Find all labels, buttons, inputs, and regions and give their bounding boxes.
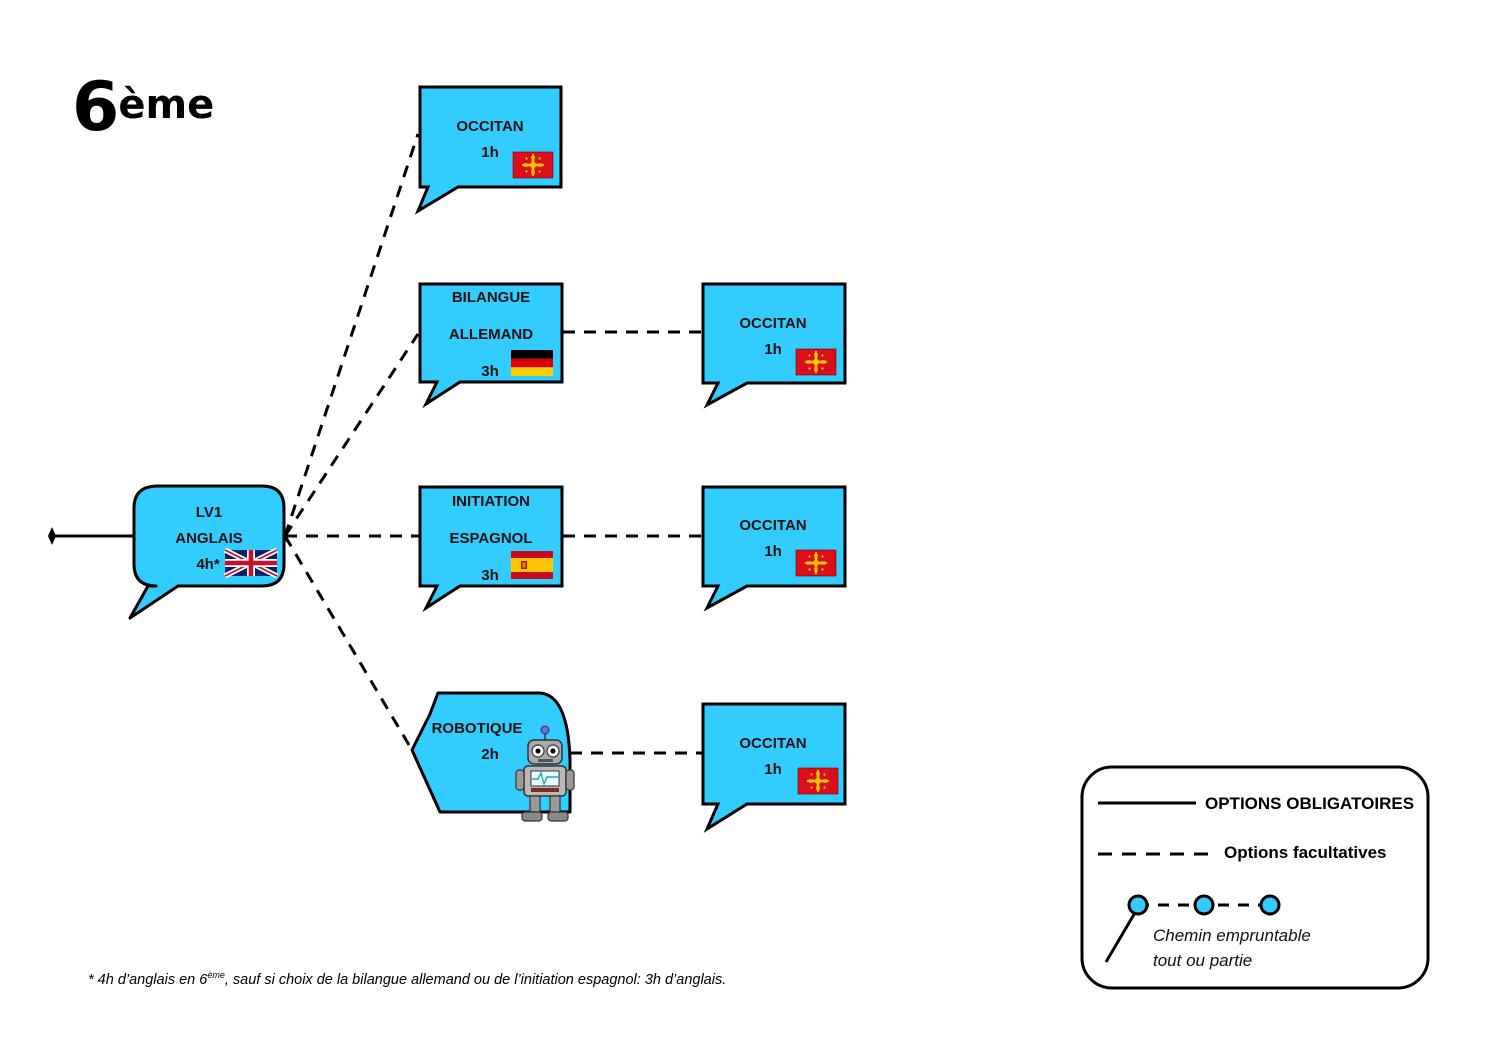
node-robotique: ROBOTIQUE 2h (410, 691, 575, 822)
legend-mandatory-label: OPTIONS OBLIGATOIRES (1205, 794, 1414, 813)
robot-icon (515, 725, 575, 822)
title-number: 6 (72, 68, 119, 147)
occitan-top-label: OCCITAN (456, 118, 523, 135)
occitan-2-hours: 1h (764, 341, 782, 358)
anglais-label: ANGLAIS (175, 530, 243, 547)
node-initiation-espagnol: INITIATION ESPAGNOL 3h (418, 485, 564, 613)
allemand-label: ALLEMAND (449, 326, 533, 343)
optional-connectors (283, 133, 702, 755)
page-title: 6ème (72, 68, 214, 147)
connector-to-bilangue (283, 333, 420, 537)
initiation-label: INITIATION (452, 493, 530, 510)
uk-flag-icon (225, 550, 277, 576)
occitan-3-label: OCCITAN (739, 517, 806, 534)
legend-path-label-2: tout ou partie (1153, 951, 1252, 970)
occitan-flag-icon (512, 151, 554, 179)
bilangue-hours: 3h (481, 363, 499, 380)
anglais-hours: 4h* (196, 556, 220, 573)
legend-path-dot-3 (1259, 894, 1281, 916)
espagnol-hours: 3h (481, 567, 499, 584)
robotique-label: ROBOTIQUE (432, 720, 523, 737)
occitan-flag-icon (795, 348, 837, 376)
title-superscript: ème (118, 81, 215, 128)
legend-path-dot-2 (1193, 894, 1215, 916)
footnote-suffix: , sauf si choix de la bilangue allemand … (224, 971, 727, 988)
node-occitan-after-robotique: OCCITAN 1h (701, 702, 847, 833)
connector-to-occitan (283, 133, 420, 537)
legend-path-dot-1 (1127, 894, 1149, 916)
occitan-3-hours: 1h (764, 543, 782, 560)
bilangue-label: BILANGUE (452, 289, 530, 306)
occitan-flag-icon (797, 767, 839, 795)
occitan-top-hours: 1h (481, 144, 499, 161)
connector-to-robotique (283, 535, 414, 751)
node-occitan-after-espagnol: OCCITAN 1h (701, 485, 847, 612)
spain-flag-icon (511, 551, 553, 579)
occitan-2-label: OCCITAN (739, 315, 806, 332)
footnote-prefix: * 4h d’anglais en 6 (88, 971, 208, 988)
legend: OPTIONS OBLIGATOIRES Options facultative… (1080, 765, 1430, 990)
footnote: * 4h d’anglais en 6ème, sauf si choix de… (88, 970, 726, 988)
germany-flag-icon (511, 350, 553, 376)
node-occitan-top: OCCITAN 1h (414, 85, 563, 215)
robotique-hours: 2h (481, 746, 499, 763)
occitan-4-label: OCCITAN (739, 735, 806, 752)
node-occitan-after-bilangue: OCCITAN 1h (701, 282, 847, 409)
occitan-4-hours: 1h (764, 761, 782, 778)
legend-path-stem (1104, 910, 1138, 963)
footnote-sup: ème (207, 970, 225, 980)
legend-path-label-1: Chemin empruntable (1153, 926, 1311, 945)
node-bilangue-allemand: BILANGUE ALLEMAND 3h (418, 282, 564, 409)
lv1-label: LV1 (196, 504, 222, 521)
espagnol-label: ESPAGNOL (449, 530, 532, 547)
mandatory-line-start-marker (48, 527, 56, 545)
legend-optional-label: Options facultatives (1224, 843, 1386, 862)
occitan-flag-icon (795, 549, 837, 577)
node-lv1-anglais: LV1 ANGLAIS 4h* (128, 484, 286, 620)
